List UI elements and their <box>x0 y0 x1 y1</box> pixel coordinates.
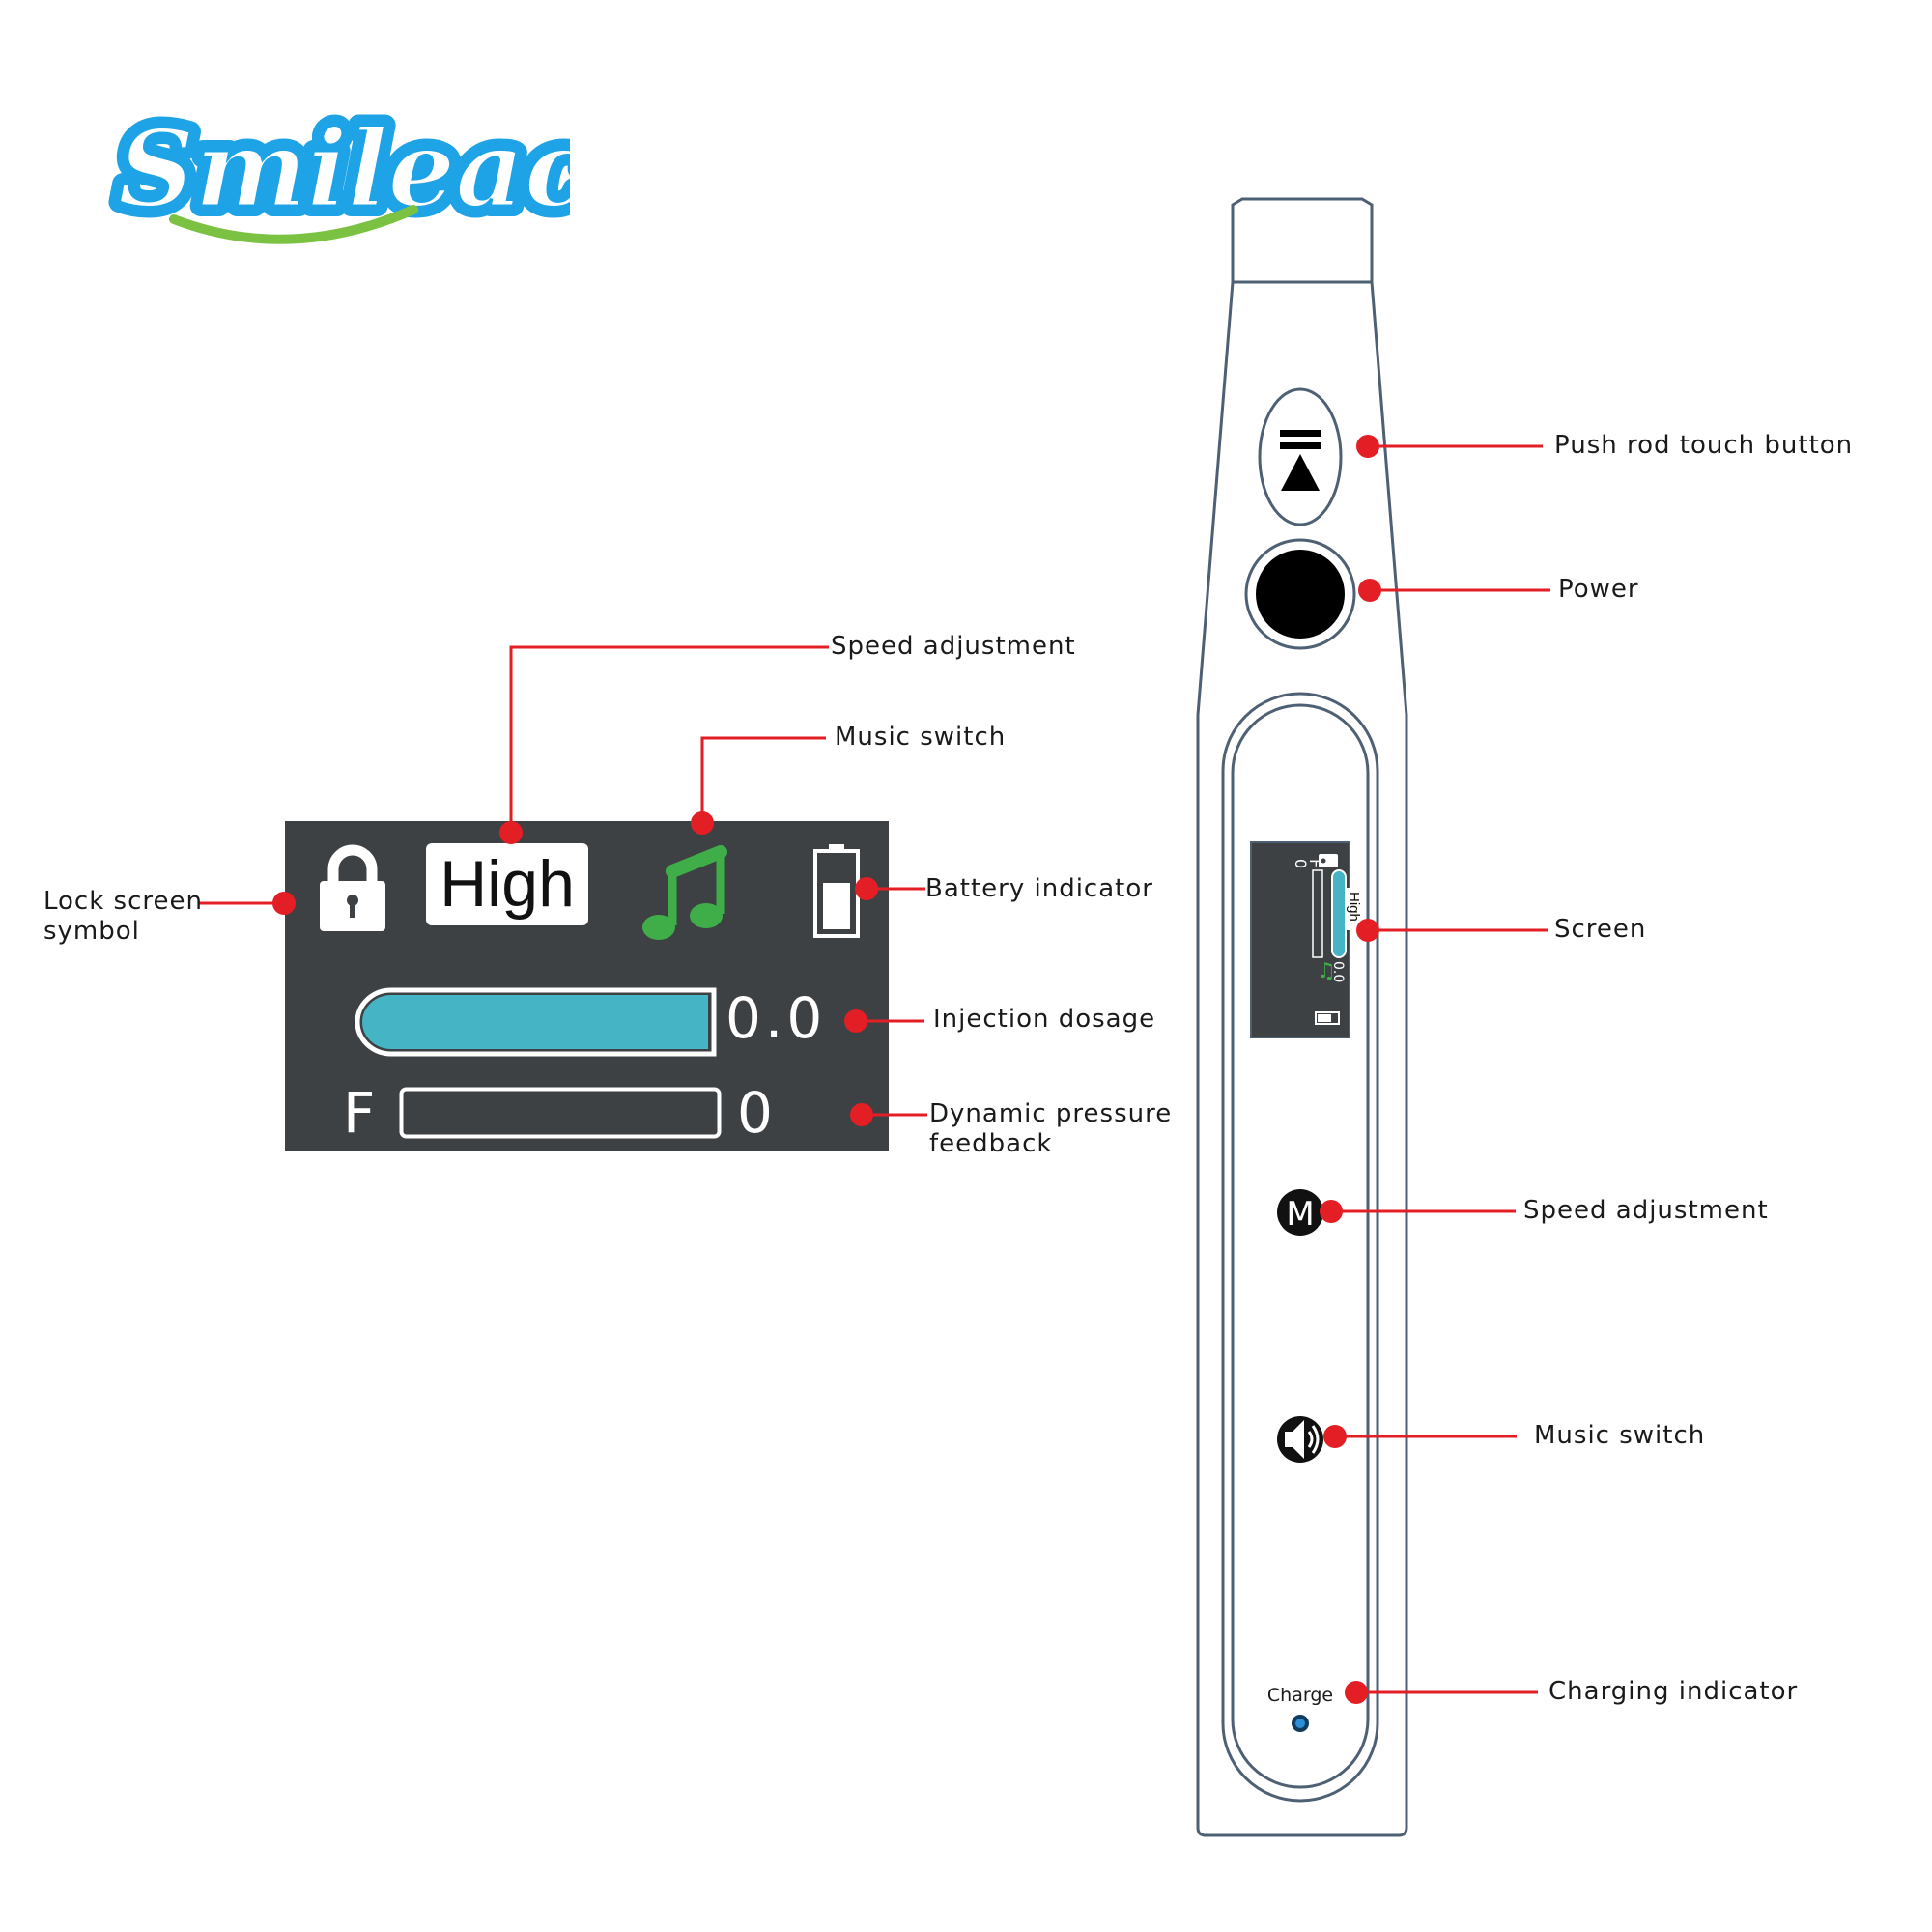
callout-label-battery-indicator: Battery indicator <box>925 874 1153 903</box>
callout-label-dynamic-pressure-feedback: Dynamic pressure feedback <box>929 1099 1173 1158</box>
callout-label-charging-indicator: Charging indicator <box>1548 1677 1799 1706</box>
svg-text:0.0: 0.0 <box>1330 961 1346 982</box>
logo-text-fill: Smileace <box>118 106 570 231</box>
callout-label-speed-adjustment-screen: Speed adjustment <box>831 632 1076 661</box>
callout-label-lock-screen-symbol: Lock screen symbol <box>43 887 203 946</box>
music-note-icon <box>642 845 727 940</box>
lock-icon <box>320 844 385 931</box>
charge-led-icon <box>1292 1715 1309 1732</box>
svg-text:♫: ♫ <box>1317 959 1336 983</box>
device-panel-inner <box>1231 703 1370 1789</box>
injection-value-text: 0.0 <box>725 985 827 1051</box>
speed-mode-text: High <box>440 847 575 921</box>
speed-button: M <box>1277 1189 1323 1236</box>
speed-mode-badge: High <box>426 843 588 925</box>
logo-smile-swoosh <box>169 205 418 244</box>
logo-text-outline: Smileace <box>118 106 570 231</box>
injection-dosage-fill <box>362 995 708 1049</box>
feedback-value-text: 0 <box>737 1080 773 1146</box>
callout-label-speed-adjustment-device: Speed adjustment <box>1523 1196 1769 1225</box>
svg-text:F: F <box>1306 859 1324 867</box>
power-button-icon <box>1244 538 1356 650</box>
callout-label-screen: Screen <box>1554 915 1647 944</box>
device-panel-outer <box>1221 692 1379 1803</box>
callout-label-push-rod-touch-button: Push rod touch button <box>1554 431 1854 460</box>
speed-button-letter: M <box>1286 1195 1314 1234</box>
device-screen: F 0 0.0 High ♫ <box>1250 841 1363 1038</box>
device-body <box>1196 280 1408 1837</box>
push-rod-icon <box>1258 387 1343 526</box>
charge-label: Charge <box>1267 1685 1333 1706</box>
screen-display-enlarged: High 0.0 F 0 <box>285 821 889 1151</box>
pressure-feedback-bar <box>399 1087 722 1139</box>
callout-label-music-switch-device: Music switch <box>1534 1421 1706 1450</box>
smileace-logo: Smileace Smileace <box>107 96 570 244</box>
svg-text:0: 0 <box>1292 859 1310 868</box>
callout-label-injection-dosage: Injection dosage <box>933 1005 1156 1034</box>
device-cap <box>1231 197 1374 284</box>
callout-label-music-switch-screen: Music switch <box>835 723 1007 752</box>
feedback-prefix-text: F <box>343 1080 376 1146</box>
speaker-icon <box>1277 1416 1323 1463</box>
callout-label-power: Power <box>1558 575 1639 604</box>
injection-dosage-bar <box>355 987 717 1057</box>
svg-text:High: High <box>1346 892 1362 922</box>
